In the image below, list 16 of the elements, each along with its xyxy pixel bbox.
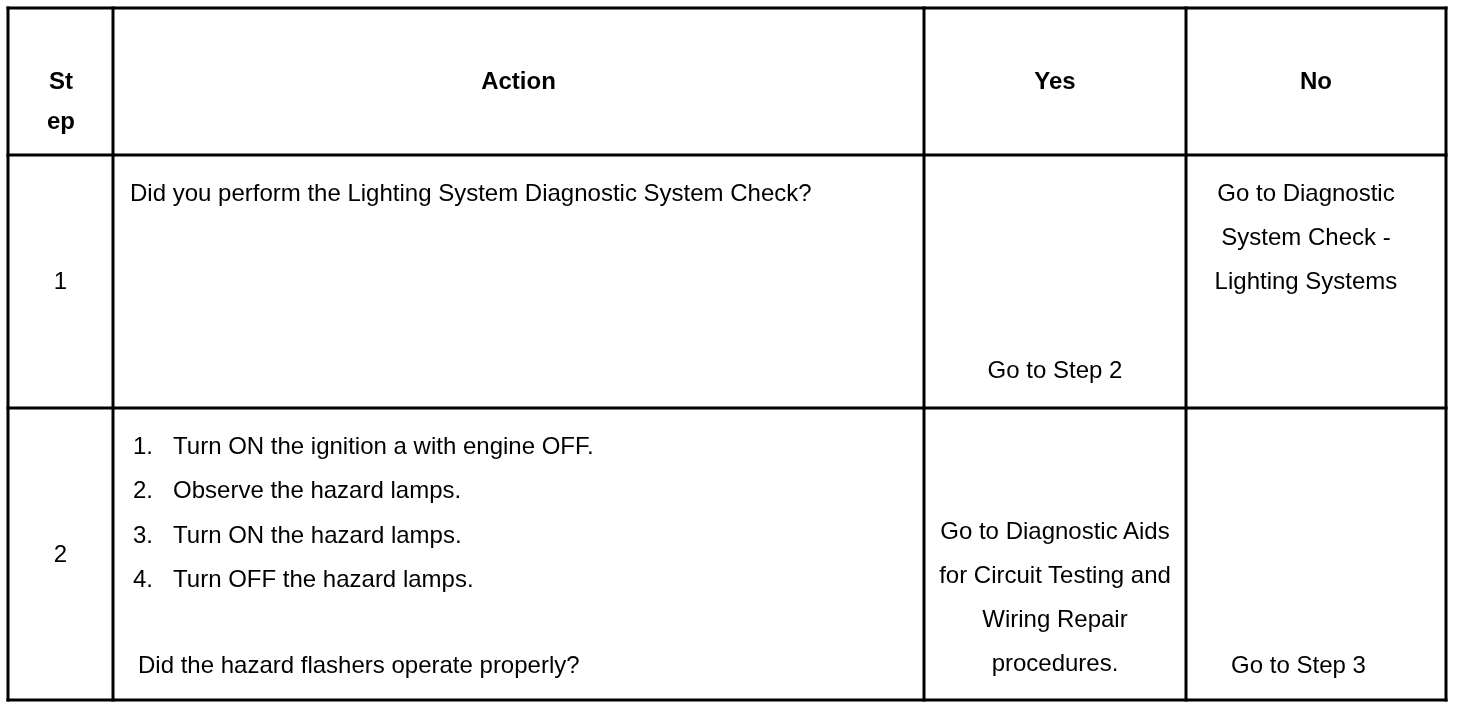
table-cell-text: 1: [52, 266, 69, 296]
table-cell-text: Did you perform the Lighting System Diagnostic System Check?: [130, 178, 813, 208]
column-header: Yes: [1033, 66, 1077, 96]
table-cell-text: Go to Step 3: [1230, 650, 1367, 680]
table-cell-text: Go to Diagnostic System Check - Lighting Systems: [1213, 178, 1399, 296]
table-cell-text: 2: [52, 539, 69, 569]
list-item: 1. Turn ON the ignition a with engine OFF.: [133, 431, 595, 461]
column-header: No: [1299, 66, 1333, 96]
list-item: 4. Turn OFF the hazard lamps.: [133, 564, 475, 594]
table-cell-text: Go to Step 2: [986, 355, 1124, 385]
table-cell-text: Go to Diagnostic Aids for Circuit Testing and Wiring Repair procedures.: [938, 516, 1172, 678]
list-item: 2. Observe the hazard lamps.: [133, 475, 463, 505]
table-cell-text: Did the hazard flashers operate properly?: [138, 650, 581, 680]
column-header: Step: [46, 66, 76, 136]
list-item: 3. Turn ON the hazard lamps.: [133, 520, 463, 550]
column-header: Action: [480, 66, 557, 96]
